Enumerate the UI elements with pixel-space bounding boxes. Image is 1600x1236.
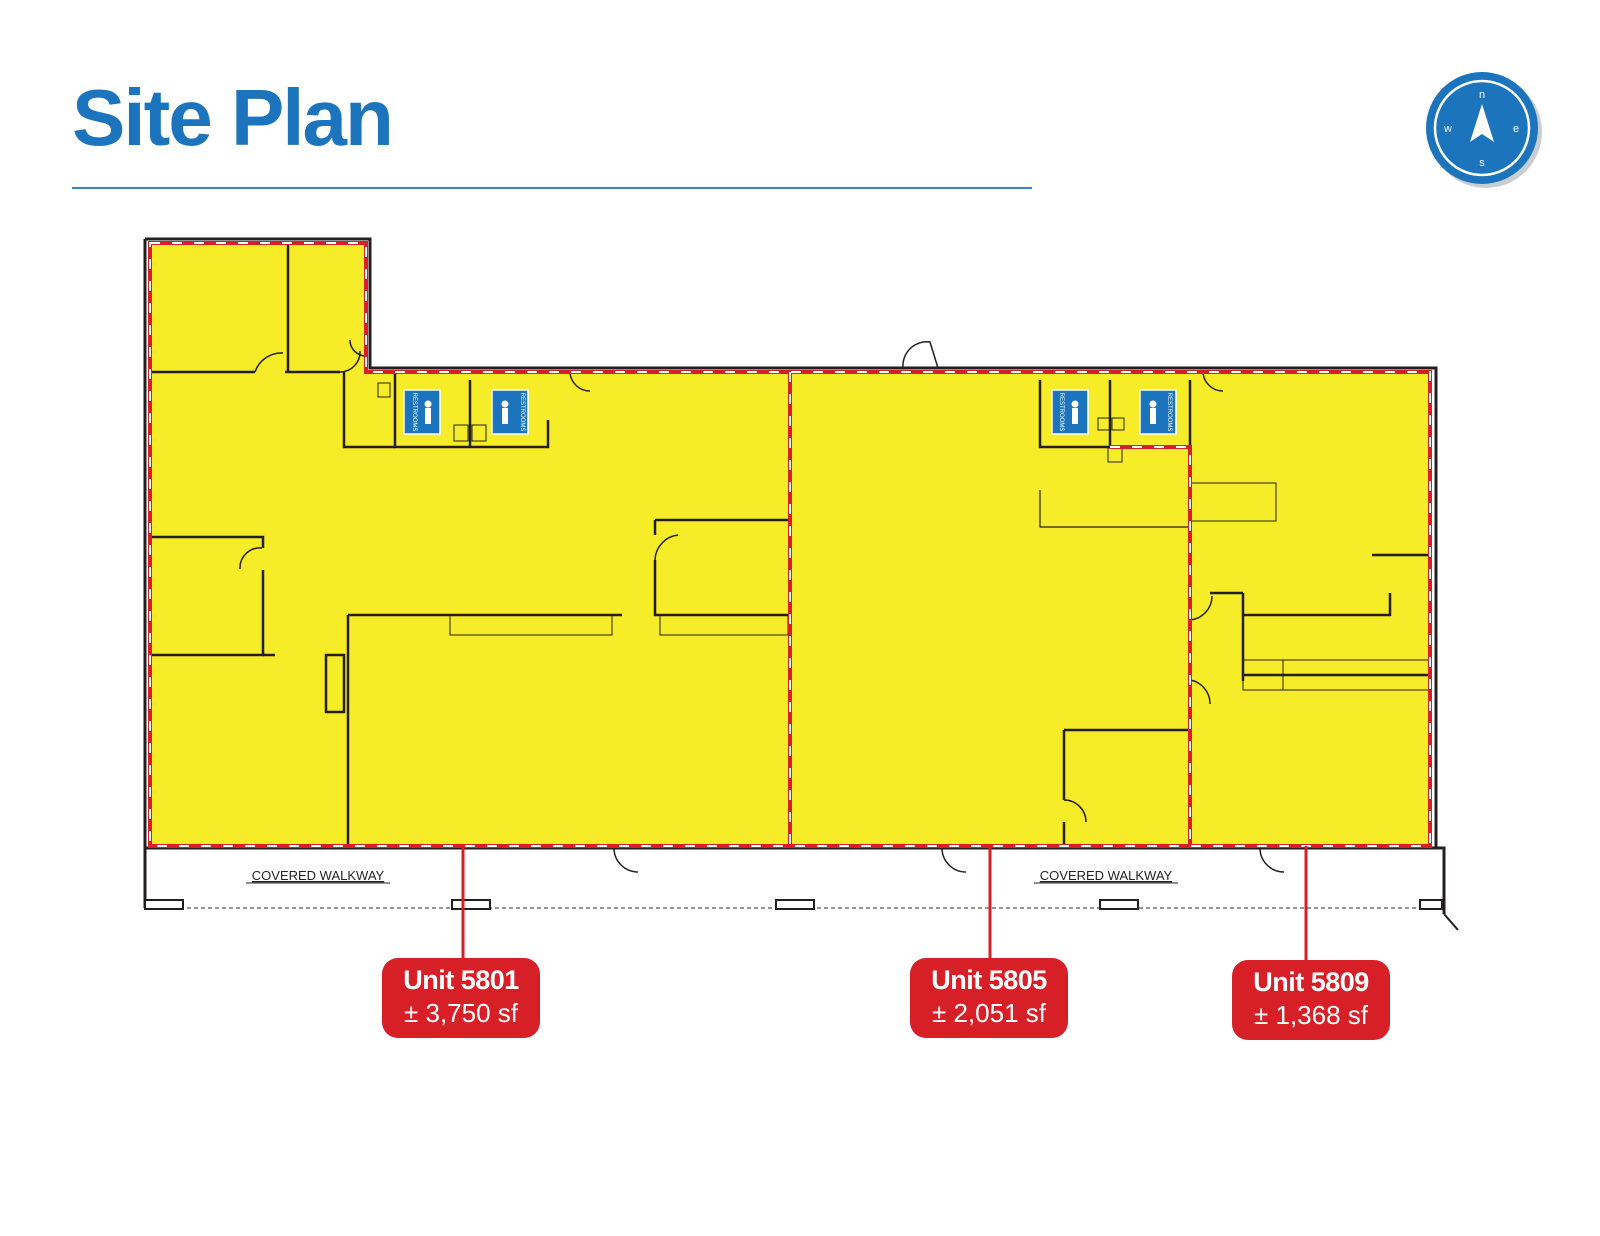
unit-name: Unit 5805 xyxy=(931,965,1047,995)
compass-south-label: s xyxy=(1479,157,1485,169)
unit-5809-badge: Unit 5809 ± 1,368 sf xyxy=(1232,960,1390,1040)
covered-walkway-label: COVERED WALKWAY xyxy=(252,868,385,883)
restroom-label: RESTROOMS xyxy=(411,393,417,432)
door-swings xyxy=(239,339,1285,873)
restroom-label: RESTROOMS xyxy=(1058,393,1064,432)
restroom-sign: RESTROOMS xyxy=(491,389,529,435)
unit-name: Unit 5801 xyxy=(403,965,519,995)
compass-west-label: w xyxy=(1443,123,1452,135)
page-title: Site Plan xyxy=(72,73,394,162)
restroom-label: RESTROOMS xyxy=(519,393,525,432)
unit-5805-floor xyxy=(790,372,1190,846)
walkway-structure xyxy=(144,899,1459,931)
covered-walkway-label: COVERED WALKWAY xyxy=(1040,868,1173,883)
compass-east-label: e xyxy=(1513,123,1519,135)
compass-icon: n s e w xyxy=(1426,72,1542,188)
restroom-sign: RESTROOMS xyxy=(1051,389,1089,435)
unit-boundaries xyxy=(148,241,1432,848)
unit-5805-badge: Unit 5805 ± 2,051 sf xyxy=(910,958,1068,1038)
title-divider xyxy=(72,187,1032,189)
unit-5801-badge: Unit 5801 ± 3,750 sf xyxy=(382,958,540,1038)
unit-area: ± 1,368 sf xyxy=(1253,1000,1368,1030)
compass-north-label: n xyxy=(1479,89,1485,101)
unit-area: ± 2,051 sf xyxy=(931,998,1046,1028)
restroom-signs: RESTROOMS RESTROOMS RESTROOMS RESTROOMS xyxy=(403,389,1177,435)
unit-area: ± 3,750 sf xyxy=(403,998,518,1028)
restroom-label: RESTROOMS xyxy=(1166,393,1172,432)
unit-leader-lines xyxy=(461,846,1308,960)
unit-5801-floor xyxy=(150,243,790,846)
restroom-sign: RESTROOMS xyxy=(1139,389,1177,435)
restroom-sign: RESTROOMS xyxy=(403,389,441,435)
unit-name: Unit 5809 xyxy=(1253,967,1369,997)
unit-5809-floor xyxy=(1190,372,1430,846)
